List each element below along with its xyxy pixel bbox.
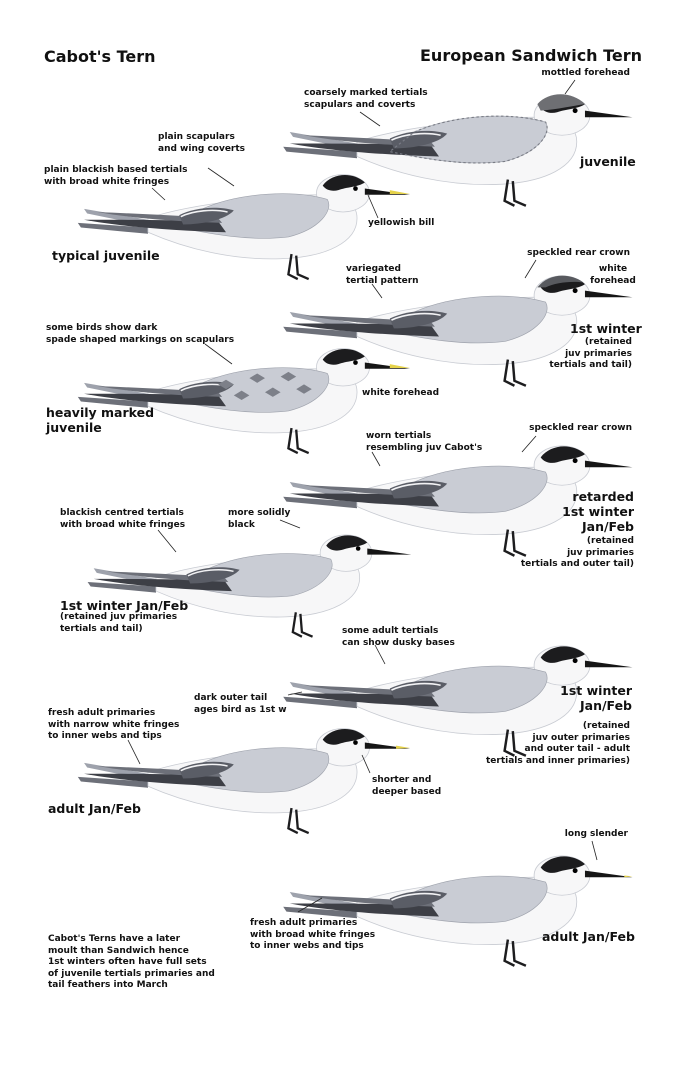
sandwich-adult-illustration	[281, 854, 634, 967]
annotation-narrow-white-fringes: fresh adult primaries with narrow white …	[48, 708, 180, 741]
annotation-plain-scapulars: plain scapulars and wing coverts	[158, 132, 246, 154]
sublabel-sandwich-retarded-1st-winter: (retained juv primaries tertials and out…	[520, 536, 634, 569]
annotation-more-solidly-black: more solidly black	[228, 508, 291, 530]
annotation-worn-tertials: worn tertials resembling juv Cabot's	[366, 431, 483, 453]
label-cabot-heavily-marked-juvenile: heavily marked juvenile	[46, 405, 155, 435]
annotation-dusky-bases: some adult tertials can show dusky bases	[342, 626, 455, 648]
cabot-adult-illustration	[76, 727, 412, 835]
label-sandwich-juvenile: juvenile	[580, 154, 636, 169]
annotation-white-forehead-1: white forehead	[590, 264, 636, 286]
annotation-variegated-tertials: variegated tertial pattern	[346, 264, 419, 286]
annotation-coarsely-marked-tertials: coarsely marked tertials scapulars and c…	[304, 88, 428, 110]
annotation-long-slender: long slender	[564, 829, 628, 839]
footnote-moult: Cabot's Terns have a later moult than Sa…	[48, 934, 215, 990]
sandwich-juvenile-illustration	[281, 94, 634, 207]
annotation-broad-white-fringes: fresh adult primaries with broad white f…	[250, 918, 376, 951]
label-sandwich-1st-winter-janfeb: 1st winter Jan/Feb	[560, 683, 632, 713]
label-cabot-1st-winter: 1st winter Jan/Feb	[60, 598, 189, 613]
label-cabot-adult: adult Jan/Feb	[48, 801, 141, 816]
annotation-plain-blackish-tertials: plain blackish based tertials with broad…	[44, 165, 188, 187]
label-sandwich-1st-winter: 1st winter	[570, 321, 642, 336]
sandwich-1st-winter-illustration	[281, 274, 634, 387]
cabots-tern-title: Cabot's Tern	[44, 47, 156, 66]
annotation-leaders	[127, 79, 598, 913]
annotation-speckled-rear-crown-2: speckled rear crown	[529, 423, 632, 433]
annotation-mottled-forehead: mottled forehead	[541, 68, 630, 78]
annotation-shorter-deeper-based: shorter and deeper based	[372, 775, 442, 797]
annotation-blackish-centred-tertials: blackish centred tertials with broad whi…	[60, 508, 186, 530]
sublabel-sandwich-1st-winter-janfeb: (retained juv outer primaries and outer …	[485, 721, 630, 766]
annotation-speckled-rear-crown-1: speckled rear crown	[527, 248, 630, 258]
sandwich-tern-title: European Sandwich Tern	[420, 46, 643, 65]
cabot-heavily-marked-juvenile-illustration	[76, 347, 412, 455]
sublabel-sandwich-1st-winter: (retained juv primaries tertials and tai…	[549, 337, 632, 370]
annotation-white-forehead-2: white forehead	[362, 388, 440, 398]
label-sandwich-adult: adult Jan/Feb	[542, 929, 635, 944]
sublabel-cabot-1st-winter: (retained juv primaries tertials and tai…	[60, 612, 178, 634]
label-cabot-typical-juvenile: typical juvenile	[52, 248, 160, 263]
annotation-dark-outer-tail: dark outer tail ages bird as 1st w	[194, 693, 287, 715]
annotation-yellowish-bill: yellowish bill	[368, 218, 435, 228]
annotation-spade-markings: some birds show dark spade shaped markin…	[46, 323, 235, 345]
label-sandwich-retarded-1st-winter: retarded 1st winter Jan/Feb	[562, 489, 634, 534]
